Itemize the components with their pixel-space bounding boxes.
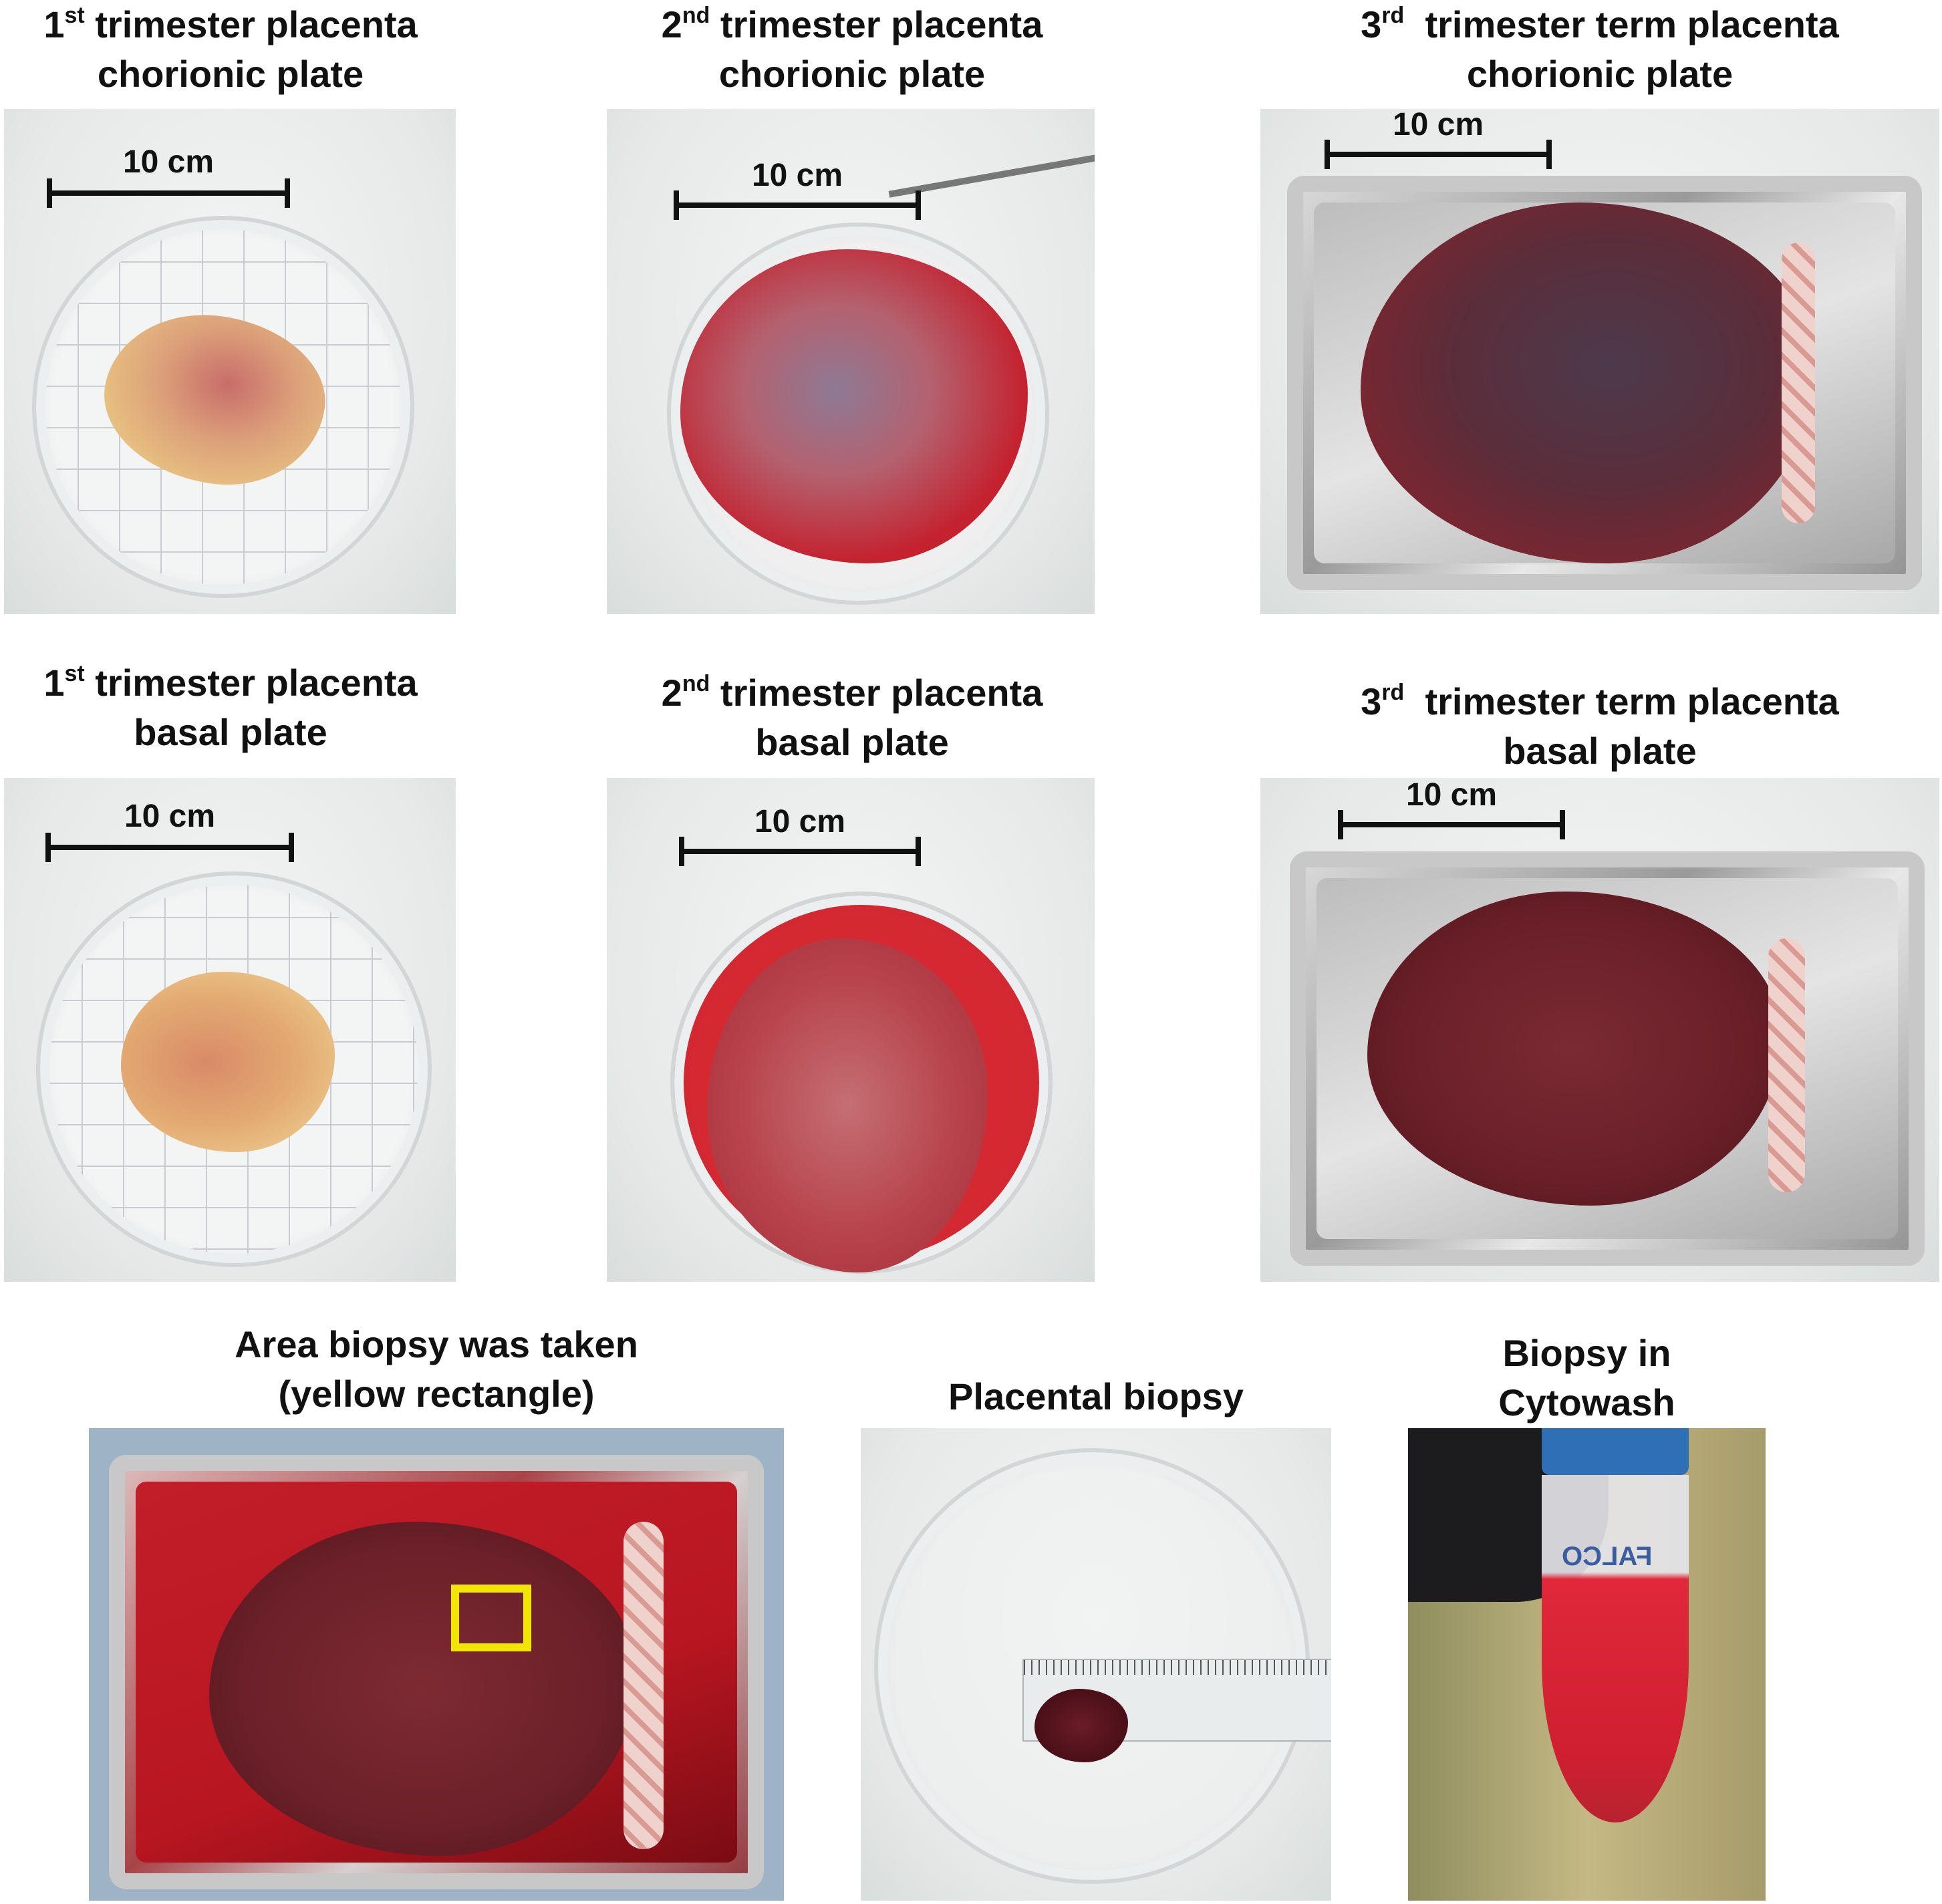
placenta-tissue xyxy=(680,249,1028,563)
placenta-tissue xyxy=(1367,892,1782,1206)
title-sup: rd xyxy=(1381,680,1405,705)
title-ordinal: 1 xyxy=(43,3,65,45)
title-sup: nd xyxy=(682,3,710,28)
title-line2: (yellow rectangle) xyxy=(278,1373,595,1415)
photo-3rd-trimester-basal: 10 cm xyxy=(1260,778,1939,1282)
title-ordinal: 1 xyxy=(43,662,65,704)
title-line1: trimester placenta xyxy=(84,3,418,45)
placenta-tissue xyxy=(707,938,988,1272)
panel-title-placental-biopsy: Placental biopsy xyxy=(861,1372,1331,1421)
photo-biopsy-cytowash: FALCO xyxy=(1408,1428,1766,1901)
title-sup: rd xyxy=(1381,3,1405,28)
panel-title-3rd-basal: 3rd trimester term placenta basal plate xyxy=(1260,677,1939,776)
scale-bar xyxy=(45,833,294,862)
title-line1: trimester term placenta xyxy=(1404,3,1839,45)
panel-title-1st-basal: 1st trimester placenta basal plate xyxy=(0,658,461,757)
petri-dish xyxy=(36,871,432,1267)
biopsy-area-rectangle xyxy=(451,1585,531,1651)
title-line2: basal plate xyxy=(1503,730,1697,772)
scale-label: 10 cm xyxy=(1392,109,1484,142)
umbilical-cord xyxy=(1782,243,1815,523)
scale-bar xyxy=(47,178,290,208)
panel-title-2nd-basal: 2nd trimester placenta basal plate xyxy=(581,668,1123,767)
title-sup: st xyxy=(64,3,85,28)
placenta-tissue xyxy=(1361,202,1815,563)
umbilical-cord xyxy=(623,1522,664,1849)
scale-bar xyxy=(674,190,921,220)
photo-placental-biopsy xyxy=(861,1428,1331,1901)
title-line2: basal plate xyxy=(134,711,327,753)
photo-2nd-trimester-basal: 10 cm xyxy=(607,778,1095,1282)
scale-bar xyxy=(679,837,921,866)
scale-label: 10 cm xyxy=(124,799,216,834)
title-line1: Biopsy in xyxy=(1502,1332,1671,1374)
biopsy-tissue xyxy=(1034,1689,1128,1762)
title-ordinal: 2 xyxy=(661,672,682,714)
scale-label: 10 cm xyxy=(122,144,215,180)
panel-title-biopsy-area: Area biopsy was taken (yellow rectangle) xyxy=(89,1320,784,1419)
tube-cap xyxy=(1542,1428,1689,1475)
title-line1: Area biopsy was taken xyxy=(235,1323,638,1365)
panel-title-biopsy-cytowash: Biopsy in Cytowash xyxy=(1408,1329,1766,1427)
title-line2: chorionic plate xyxy=(1466,53,1733,95)
scale-label: 10 cm xyxy=(1405,778,1498,813)
title-line1: trimester placenta xyxy=(84,662,418,704)
title-ordinal: 2 xyxy=(661,3,682,45)
photo-3rd-trimester-chorionic: 10 cm xyxy=(1260,109,1939,614)
scale-label: 10 cm xyxy=(754,804,846,839)
scale-bar xyxy=(1325,140,1552,169)
title-ordinal: 3 xyxy=(1361,680,1382,722)
umbilical-cord xyxy=(1768,938,1805,1192)
panel-title-3rd-chorionic: 3rd trimester term placenta chorionic pla… xyxy=(1260,0,1939,99)
title-line2: Cytowash xyxy=(1498,1381,1675,1423)
title-line1: trimester placenta xyxy=(710,672,1043,714)
title-line1: trimester term placenta xyxy=(1404,680,1839,722)
falcon-tube xyxy=(1542,1475,1689,1822)
photo-1st-trimester-chorionic: 10 cm xyxy=(4,109,456,614)
placenta-tissue xyxy=(209,1522,637,1856)
title-sup: nd xyxy=(682,671,710,696)
title-line2: chorionic plate xyxy=(718,53,986,95)
photo-1st-trimester-basal: 10 cm xyxy=(4,778,456,1282)
panel-title-2nd-chorionic: 2nd trimester placenta chorionic plate xyxy=(581,0,1123,99)
photo-biopsy-area xyxy=(89,1428,784,1901)
photo-2nd-trimester-chorionic: 10 cm xyxy=(607,109,1095,614)
title-line1: trimester placenta xyxy=(710,3,1043,45)
title-line2: basal plate xyxy=(755,721,949,763)
tube-label: FALCO xyxy=(1562,1542,1653,1571)
scale-label: 10 cm xyxy=(751,158,843,193)
panel-title-1st-chorionic: 1st trimester placenta chorionic plate xyxy=(0,0,461,99)
title-ordinal: 3 xyxy=(1361,3,1382,45)
placenta-tissue xyxy=(121,972,335,1152)
scale-bar xyxy=(1338,810,1565,839)
title-line2: chorionic plate xyxy=(97,53,364,95)
title-line1: Placental biopsy xyxy=(948,1375,1244,1417)
title-sup: st xyxy=(64,661,85,686)
